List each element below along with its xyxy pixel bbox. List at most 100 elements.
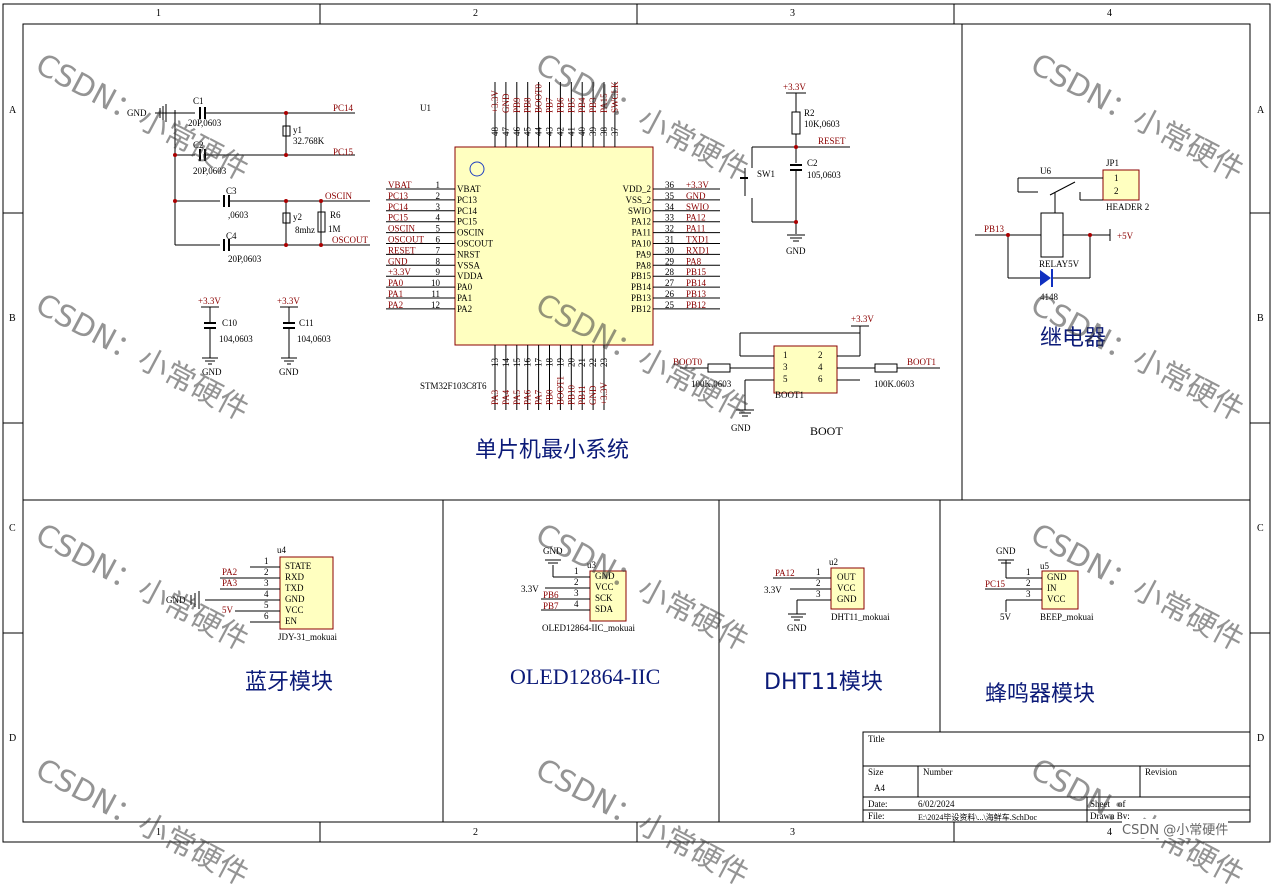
oled-ref: u3 xyxy=(587,560,596,570)
mcu-pin-name: PB13 xyxy=(631,293,652,303)
mcu-net-label: PB13 xyxy=(686,289,707,299)
tb-size: Size xyxy=(868,767,884,777)
y1-value: 32.768K xyxy=(293,136,325,146)
dht-gnd: GND xyxy=(787,623,807,633)
c10-gnd: GND xyxy=(202,367,222,377)
mcu-pin-number: 17 xyxy=(534,358,544,368)
net-boot0: BOOT0 xyxy=(673,357,702,367)
mcu-pin-number: 27 xyxy=(665,278,675,288)
c10-ref: C10 xyxy=(222,318,238,328)
mcu-pin-number: 11 xyxy=(431,289,440,299)
boot-pin5: 5 xyxy=(783,374,788,384)
ruler-row-b: B xyxy=(9,313,16,324)
boot-title: BOOT xyxy=(810,424,843,438)
ruler-row-c-r: C xyxy=(1257,523,1264,534)
mcu-pin-number: 5 xyxy=(436,224,441,234)
mcu-net-label: PB4 xyxy=(577,97,587,113)
footer-watermark: CSDN @小常硬件 xyxy=(1122,819,1229,838)
y2-value: 8mhz xyxy=(295,225,315,235)
mcu-net-label: GND xyxy=(686,191,706,201)
mcu-pin-number: 20 xyxy=(566,358,576,368)
module-pin-name: VCC xyxy=(595,582,614,592)
beep-5v: 5V xyxy=(1000,612,1011,622)
oled-gnd: GND xyxy=(543,546,563,556)
mcu-net-label: PA0 xyxy=(388,278,404,288)
ruler-col-2: 2 xyxy=(473,8,478,19)
mcu-pin-name: SWIO xyxy=(628,206,651,216)
mcu-pin-number: 26 xyxy=(665,289,675,299)
mcu-pin-name: PA0 xyxy=(457,282,473,292)
mcu-net-label: PA7 xyxy=(534,389,544,405)
c2r-ref: C2 xyxy=(807,158,818,168)
ruler-row-a-r: A xyxy=(1257,105,1265,116)
beep-module xyxy=(985,559,1079,612)
mcu-pin-name: OSCIN xyxy=(457,228,485,238)
ruler-col-2b: 2 xyxy=(473,827,478,838)
reset-vcc: +3.3V xyxy=(783,82,806,92)
mcu-net-label: +3.3V xyxy=(599,382,609,405)
mcu-pin-number: 30 xyxy=(665,245,675,255)
c1-value: 20P,0603 xyxy=(188,118,222,128)
boot-pin1: 1 xyxy=(783,350,788,360)
module-pin-name: RXD xyxy=(285,572,305,582)
mcu-pin-name: VSSA xyxy=(457,260,481,270)
tb-sheet: Sheet xyxy=(1090,799,1110,809)
mcu-pin-number: 18 xyxy=(545,358,555,368)
mcu-pin-number: 43 xyxy=(545,127,555,137)
c4-value: 20P,0603 xyxy=(228,254,262,264)
mcu-pin-number: 15 xyxy=(512,358,522,368)
mcu-net-label: PA4 xyxy=(501,389,511,405)
boot-ref: BOOT1 xyxy=(775,390,804,400)
bt-ref: u4 xyxy=(277,545,286,555)
bt-part: JDY-31_mokuai xyxy=(278,632,337,642)
oled-pb6: PB6 xyxy=(543,590,559,600)
ruler-row-b-r: B xyxy=(1257,313,1264,324)
tb-date-value: 6/02/2024 xyxy=(918,799,955,809)
mcu-pin-number: 44 xyxy=(534,127,544,137)
c11-vcc: +3.3V xyxy=(277,296,300,306)
module-pin-number: 3 xyxy=(264,578,269,588)
mcu-pin-number: 33 xyxy=(665,213,675,223)
oled-vcc: 3.3V xyxy=(521,584,539,594)
mcu-pin-name: PA9 xyxy=(636,249,652,259)
mcu-net-label: SWCLK xyxy=(610,81,620,113)
mcu-net-label: RESET xyxy=(388,245,416,255)
mcu-net-label: SWIO xyxy=(686,202,709,212)
mcu-pin-number: 42 xyxy=(555,127,565,136)
module-pin-name: VCC xyxy=(1047,594,1066,604)
mcu-pin-name: OSCOUT xyxy=(457,239,494,249)
mcu-net-label: PA12 xyxy=(686,213,706,223)
mcu-net-label: PB3 xyxy=(588,97,598,113)
boot-vcc: +3.3V xyxy=(851,314,874,324)
mcu-pin-name: NRST xyxy=(457,249,481,259)
mcu-net-label: TXD1 xyxy=(686,235,709,245)
module-pin-number: 2 xyxy=(816,578,821,588)
mcu-pin-number: 16 xyxy=(523,358,533,368)
mcu-net-label: OSCIN xyxy=(388,224,416,234)
mcu-net-label: PA15 xyxy=(599,93,609,113)
module-pin-number: 1 xyxy=(264,556,269,566)
ruler-col-1b: 1 xyxy=(156,827,161,838)
mcu-pin-number: 28 xyxy=(665,267,675,277)
tb-size-value: A4 xyxy=(874,783,885,793)
net-boot1: BOOT1 xyxy=(907,357,936,367)
bt-gnd: GND xyxy=(166,595,186,605)
mcu-pin-name: PA12 xyxy=(631,217,651,227)
boot-pin2: 2 xyxy=(818,350,823,360)
oled-part: OLED12864-IIC_mokuai xyxy=(542,623,635,633)
module-pin-name: SDA xyxy=(595,604,614,614)
dht-ref: u2 xyxy=(829,557,838,567)
y1-ref: y1 xyxy=(293,125,302,135)
mcu-net-label: PC13 xyxy=(388,191,409,201)
mcu-pin-number: 39 xyxy=(588,127,598,137)
c4-ref: C4 xyxy=(226,231,237,241)
tb-file-value: E:\2024毕设资料\...\海鲜车.SchDoc xyxy=(918,813,1038,822)
mcu-pin-number: 9 xyxy=(436,267,441,277)
ruler-row-d-r: D xyxy=(1257,733,1265,744)
bt-pa2: PA2 xyxy=(222,567,238,577)
mcu-pin-name: PA11 xyxy=(632,228,651,238)
mcu-net-label: +3.3V xyxy=(686,180,709,190)
bt-module xyxy=(190,556,334,630)
mcu-ref: U1 xyxy=(420,103,431,113)
jp1-pin2: 2 xyxy=(1114,186,1119,196)
